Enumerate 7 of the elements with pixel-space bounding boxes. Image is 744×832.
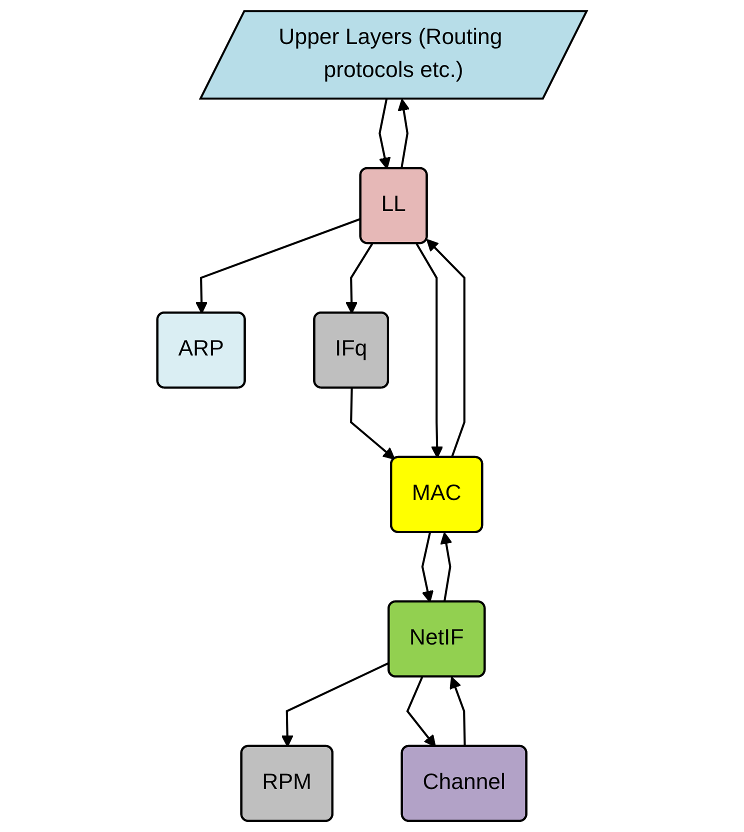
arrow bbox=[398, 98, 410, 169]
arrow bbox=[350, 388, 396, 460]
arrow bbox=[450, 676, 466, 747]
arrow bbox=[195, 218, 362, 314]
arrow bbox=[378, 99, 391, 170]
arrow bbox=[345, 243, 374, 314]
arrow bbox=[440, 532, 452, 602]
